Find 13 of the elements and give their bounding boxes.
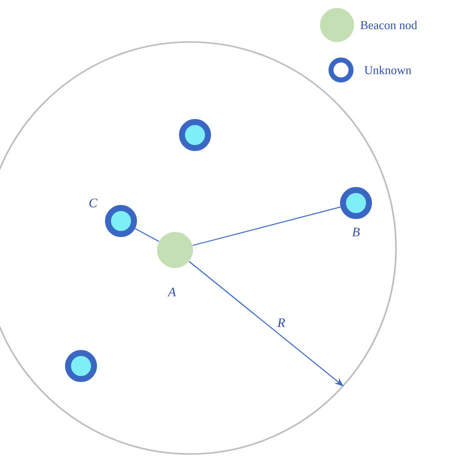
connector-line [192,206,342,246]
node-label: C [89,198,98,208]
node-label: A [167,288,176,296]
beacon-node [157,232,193,268]
unknown-node [105,205,137,237]
node-label: B [352,228,360,236]
legend-text: Unknown [364,66,412,74]
unknown-node [65,350,97,382]
unknown-node [179,119,211,151]
connector-line [134,228,160,242]
unknown-node [340,187,372,219]
legend-text: Beacon nod [360,20,418,30]
edge-label: R [277,318,286,327]
